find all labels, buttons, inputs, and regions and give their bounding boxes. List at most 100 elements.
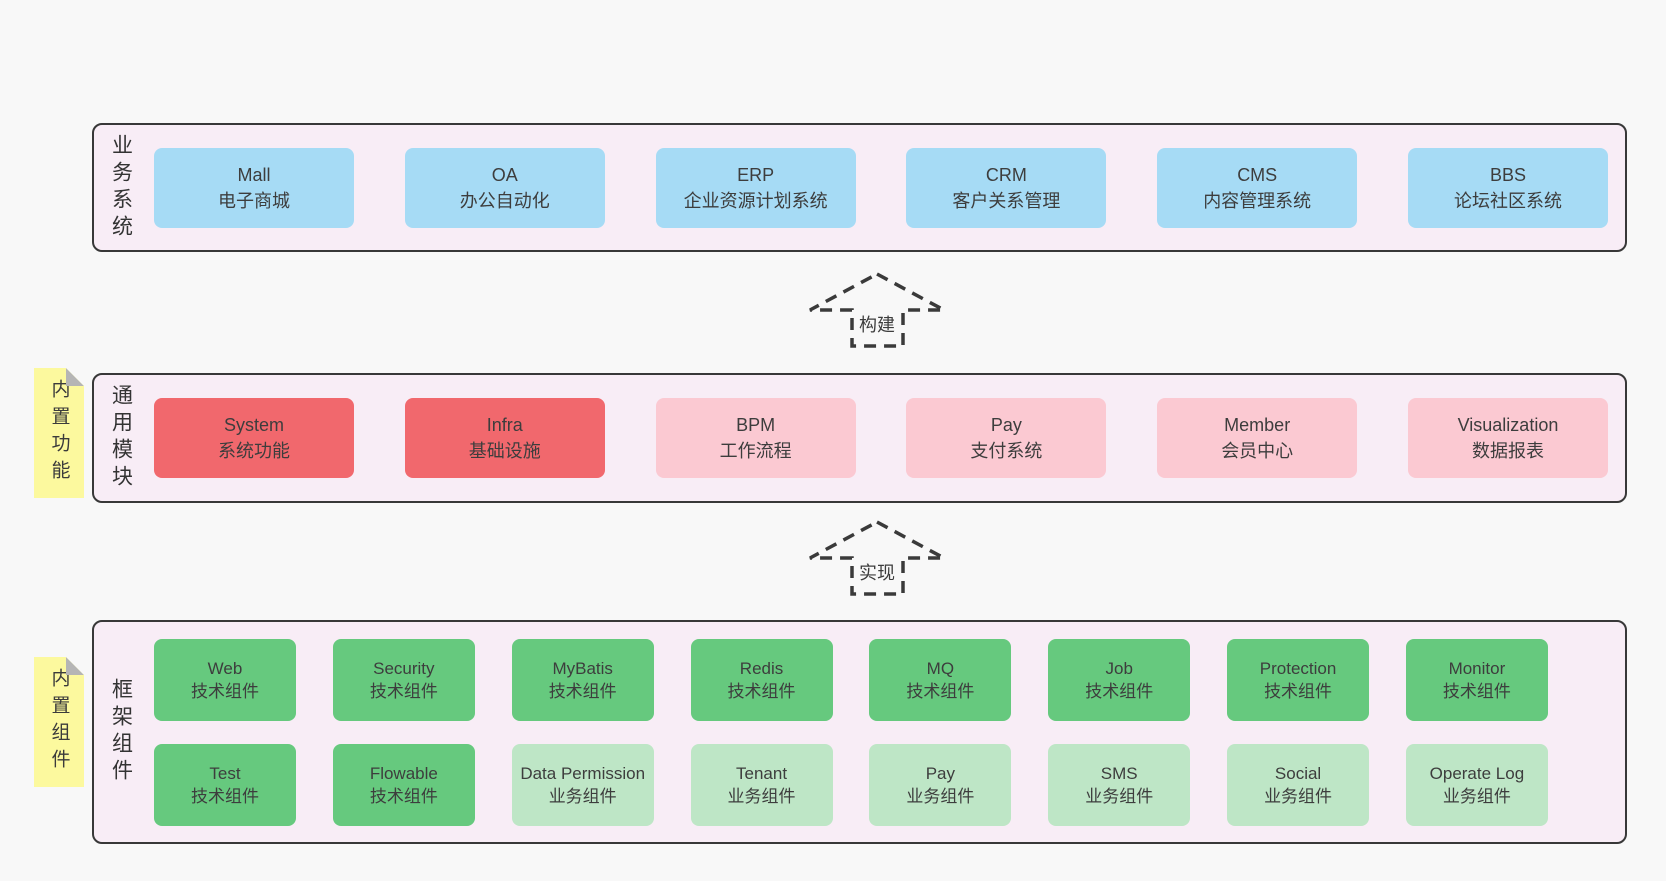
box-subtitle: 客户关系管理 [952, 190, 1061, 211]
layer-label-text: 业务系统 [109, 133, 133, 242]
box-subtitle: 基础设施 [468, 441, 541, 461]
up-arrow-icon [809, 272, 945, 348]
box-mq: MQ 技术组件 [869, 638, 1012, 721]
box-title: Tenant [736, 763, 788, 783]
box-data-permission: Data Permission 业务组件 [511, 743, 654, 826]
box-subtitle: 技术组件 [548, 681, 617, 701]
box-title: Monitor [1448, 658, 1506, 678]
box-cms: CMS 内容管理系统 [1157, 147, 1358, 228]
box-title: Infra [486, 415, 523, 435]
layer-label-framework-components: 框架组件 [94, 622, 148, 842]
box-bpm: BPM 工作流程 [655, 398, 856, 478]
box-title: Pay [990, 415, 1022, 435]
box-flowable: Flowable 技术组件 [332, 743, 475, 826]
box-title: Social [1274, 763, 1322, 783]
box-title: Operate Log [1429, 763, 1525, 783]
box-erp: ERP 企业资源计划系统 [655, 147, 856, 228]
box-mybatis: MyBatis 技术组件 [511, 638, 654, 721]
box-subtitle: 会员中心 [1221, 441, 1294, 461]
box-mall: Mall 电子商城 [154, 147, 354, 228]
box-infra: Infra 基础设施 [404, 398, 605, 478]
box-title: System [223, 415, 284, 435]
arrow-build-label: 构建 [856, 311, 898, 337]
box-subtitle: 企业资源计划系统 [683, 190, 828, 211]
arrow-implement-label: 实现 [856, 559, 898, 585]
box-subtitle: 技术组件 [1442, 681, 1511, 701]
box-title: OA [491, 164, 518, 185]
dashed-up-arrow-build: 构建 [807, 271, 947, 349]
layer-label-common-modules: 通用模块 [94, 375, 148, 501]
box-subtitle: 支付系统 [970, 441, 1043, 461]
layer-label-text: 通用模块 [109, 384, 133, 492]
box-subtitle: 技术组件 [191, 786, 259, 806]
box-subtitle: 业务组件 [548, 786, 617, 806]
layer-label-business-systems: 业务系统 [94, 125, 148, 250]
box-oa: OA 办公自动化 [404, 147, 605, 228]
dashed-up-arrow-implement: 实现 [807, 519, 947, 597]
note-text: 内置功能 [48, 379, 70, 487]
box-redis: Redis 技术组件 [690, 638, 833, 721]
box-title: Job [1105, 658, 1133, 678]
common-modules-row: System 系统功能 Infra 基础设施 BPM 工作流程 Pay 支付系统… [148, 375, 1625, 501]
box-title: Mall [237, 164, 271, 185]
box-web: Web 技术组件 [154, 638, 296, 721]
box-crm: CRM 客户关系管理 [906, 147, 1107, 228]
box-subtitle: 技术组件 [1085, 681, 1154, 701]
box-subtitle: 技术组件 [727, 681, 796, 701]
sticky-note-builtin-features: 内置功能 [34, 368, 84, 498]
box-tenant: Tenant 业务组件 [690, 743, 833, 826]
box-title: Redis [739, 658, 784, 678]
box-subtitle: 业务组件 [906, 786, 975, 806]
folded-corner-icon [66, 368, 84, 386]
box-monitor: Monitor 技术组件 [1405, 638, 1548, 721]
box-protection: Protection 技术组件 [1227, 638, 1370, 721]
box-title: SMS [1100, 763, 1138, 783]
box-subtitle: 业务组件 [727, 786, 796, 806]
box-title: CMS [1237, 164, 1278, 185]
box-job: Job 技术组件 [1048, 638, 1191, 721]
box-subtitle: 系统功能 [218, 441, 290, 461]
box-operate-log: Operate Log 业务组件 [1405, 743, 1548, 826]
box-subtitle: 技术组件 [906, 681, 975, 701]
sticky-note-builtin-components: 内置组件 [34, 657, 84, 787]
box-title: Visualization [1457, 415, 1559, 435]
layer-framework-components: 框架组件 Web 技术组件 Security 技术组件 MyBatis 技术组件… [92, 620, 1627, 844]
box-subtitle: 业务组件 [1264, 786, 1333, 806]
box-title: ERP [737, 164, 775, 185]
box-title: Test [209, 763, 241, 783]
box-title: Security [373, 658, 435, 678]
box-pay: Pay 支付系统 [906, 398, 1107, 478]
box-title: BPM [736, 415, 776, 435]
box-title: Pay [925, 763, 956, 783]
box-subtitle: 技术组件 [1264, 681, 1333, 701]
box-subtitle: 技术组件 [369, 786, 438, 806]
box-sms: SMS 业务组件 [1048, 743, 1191, 826]
box-subtitle: 内容管理系统 [1203, 190, 1312, 211]
up-arrow-icon [809, 520, 945, 596]
box-subtitle: 电子商城 [218, 190, 290, 211]
box-subtitle: 技术组件 [369, 681, 438, 701]
layer-common-modules: 通用模块 System 系统功能 Infra 基础设施 BPM 工作流程 Pay… [92, 373, 1627, 503]
box-bbs: BBS 论坛社区系统 [1407, 147, 1608, 228]
box-system: System 系统功能 [154, 398, 354, 478]
box-title: Flowable [369, 763, 438, 783]
box-title: MyBatis [552, 658, 613, 678]
box-title: BBS [1489, 164, 1526, 185]
box-title: Data Permission [520, 763, 646, 783]
box-subtitle: 办公自动化 [459, 190, 550, 211]
box-pay-biz: Pay 业务组件 [869, 743, 1012, 826]
box-subtitle: 工作流程 [719, 441, 792, 461]
box-title: Protection [1259, 658, 1337, 678]
framework-components-grid: Web 技术组件 Security 技术组件 MyBatis 技术组件 Redi… [148, 622, 1625, 842]
box-subtitle: 论坛社区系统 [1453, 190, 1562, 211]
note-text: 内置组件 [48, 668, 70, 776]
folded-corner-icon [66, 657, 84, 675]
box-member: Member 会员中心 [1157, 398, 1358, 478]
box-subtitle: 业务组件 [1085, 786, 1154, 806]
box-title: Web [207, 658, 243, 678]
box-title: CRM [985, 164, 1027, 185]
box-title: Member [1224, 415, 1291, 435]
box-subtitle: 数据报表 [1471, 441, 1544, 461]
box-test: Test 技术组件 [154, 743, 296, 826]
